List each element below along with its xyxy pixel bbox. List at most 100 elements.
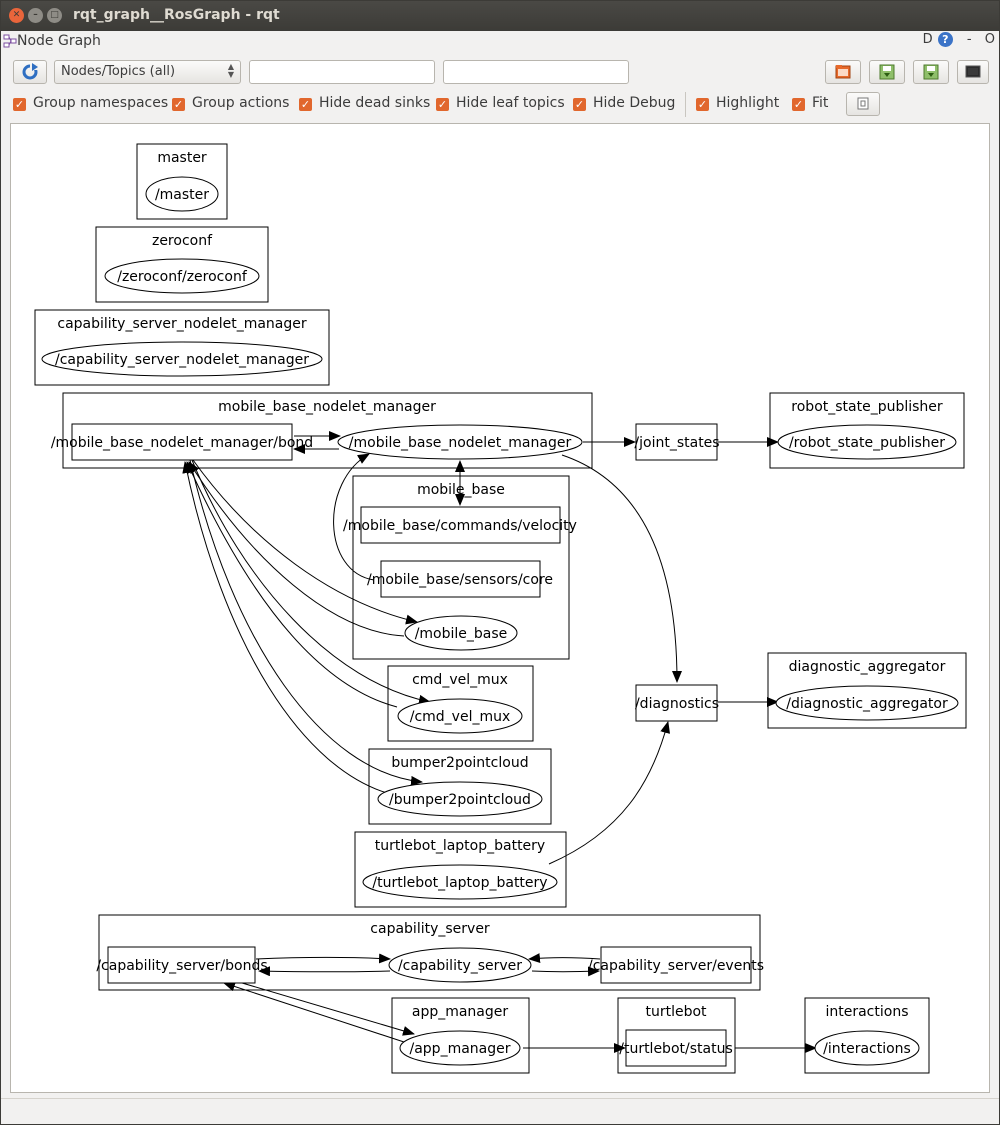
highlight-checkbox[interactable]: ✓Highlight xyxy=(696,95,779,113)
save-image-button[interactable] xyxy=(957,60,989,84)
hide-leaf-topics-checkbox[interactable]: ✓Hide leaf topics xyxy=(436,95,565,113)
node-label-robot-state-publisher: /robot_state_publisher xyxy=(789,435,945,451)
minimize-panel-button[interactable]: - xyxy=(966,32,972,47)
save-svg-button[interactable] xyxy=(913,60,949,84)
checked-icon: ✓ xyxy=(172,98,185,111)
cluster-master[interactable] xyxy=(136,143,228,220)
edge-bond-to-cmd-vel-mux xyxy=(191,459,431,705)
maximize-window-button[interactable]: □ xyxy=(47,8,62,23)
node-master-ellipse[interactable] xyxy=(145,176,219,212)
topic-turtlebot-status-box[interactable] xyxy=(625,1029,727,1067)
ros-graph[interactable]: master zeroconf capability_server_nodele… xyxy=(11,124,989,1092)
topic-label-diagnostics: /diagnostics xyxy=(635,696,719,712)
topic-capability-events-box[interactable] xyxy=(600,946,752,984)
topic-label-joint-states: /joint_states xyxy=(634,435,719,451)
node-label-diagnostic-aggregator: /diagnostic_aggregator xyxy=(786,696,948,712)
status-bar xyxy=(1,1098,999,1124)
node-app-manager-ellipse[interactable] xyxy=(399,1030,521,1066)
cluster-turtlebot-laptop-battery[interactable] xyxy=(354,831,567,908)
edge-events-to-capability-server xyxy=(528,953,601,964)
cluster-label-interactions: interactions xyxy=(825,1004,908,1020)
edge-bond-to-bumper xyxy=(189,459,423,786)
cluster-mobile-base-nodelet-manager[interactable] xyxy=(62,392,593,469)
cluster-interactions[interactable] xyxy=(804,997,930,1074)
node-ellipses xyxy=(41,176,959,1066)
node-diagnostic-aggregator-ellipse[interactable] xyxy=(775,685,959,721)
refresh-button[interactable] xyxy=(13,60,47,84)
node-cmd-vel-mux-ellipse[interactable] xyxy=(397,698,523,734)
edge-capability-server-to-bonds xyxy=(258,966,391,977)
hide-debug-checkbox[interactable]: ✓Hide Debug xyxy=(573,95,675,113)
topic-commands-velocity-box[interactable] xyxy=(360,506,561,544)
topic-label-commands-velocity: /mobile_base/commands/velocity xyxy=(343,518,577,534)
close-panel-button[interactable]: O xyxy=(984,32,995,47)
hide-dead-sinks-checkbox[interactable]: ✓Hide dead sinks xyxy=(299,95,430,113)
namespace-filter-input[interactable] xyxy=(249,60,435,84)
node-robot-state-publisher-ellipse[interactable] xyxy=(777,424,957,460)
checked-icon: ✓ xyxy=(299,98,312,111)
load-dot-button[interactable] xyxy=(825,60,861,84)
checked-icon: ✓ xyxy=(13,98,26,111)
node-interactions-ellipse[interactable] xyxy=(814,1030,920,1066)
node-label-interactions: /interactions xyxy=(823,1041,911,1057)
topic-joint-states-box[interactable] xyxy=(635,423,718,461)
node-zeroconf-ellipse[interactable] xyxy=(104,258,260,294)
group-actions-checkbox[interactable]: ✓ Group actions xyxy=(172,95,289,113)
plugin-graph-icon xyxy=(3,34,17,48)
topic-label-turtlebot-status: /turtlebot/status xyxy=(619,1041,733,1057)
cluster-zeroconf[interactable] xyxy=(95,226,269,303)
graph-canvas[interactable]: master zeroconf capability_server_nodele… xyxy=(10,123,990,1093)
minimize-window-button[interactable]: – xyxy=(28,8,43,23)
node-mobile-base-ellipse[interactable] xyxy=(404,615,518,651)
cluster-label-mobile-base: mobile_base xyxy=(417,482,505,498)
cluster-label-capability-server: capability_server xyxy=(370,921,490,937)
checked-icon: ✓ xyxy=(792,98,805,111)
folder-icon xyxy=(835,65,851,79)
node-label-zeroconf: /zeroconf/zeroconf xyxy=(117,269,248,285)
topic-sensors-core-box[interactable] xyxy=(380,560,541,598)
fit-checkbox[interactable]: ✓Fit xyxy=(792,95,828,113)
topic-filter-input[interactable] xyxy=(443,60,629,84)
fit-in-view-button[interactable] xyxy=(846,92,880,116)
cluster-diagnostic-aggregator[interactable] xyxy=(767,652,967,729)
cluster-label-diagnostic-aggregator: diagnostic_aggregator xyxy=(789,659,946,675)
cluster-app-manager[interactable] xyxy=(391,997,530,1074)
cluster-label-robot-state-publisher: robot_state_publisher xyxy=(791,399,943,415)
node-capability-server-ellipse[interactable] xyxy=(388,947,532,983)
title-bar[interactable]: ✕ – □ rqt_graph__RosGraph - rqt xyxy=(1,1,999,31)
node-capability-server-nodelet-manager-ellipse[interactable] xyxy=(41,341,323,377)
window-title: rqt_graph__RosGraph - rqt xyxy=(73,7,280,23)
close-window-button[interactable]: ✕ xyxy=(9,8,24,23)
cluster-mobile-base[interactable] xyxy=(352,475,570,660)
save-svg-icon xyxy=(923,64,939,80)
topic-diagnostics-box[interactable] xyxy=(635,684,718,722)
group-actions-label: Group actions xyxy=(192,95,290,111)
node-bumper2pointcloud-ellipse[interactable] xyxy=(377,781,543,817)
node-label-capability-server: /capability_server xyxy=(398,958,522,974)
node-label-bumper2pointcloud: /bumper2pointcloud xyxy=(389,792,531,808)
graph-type-select[interactable]: Nodes/Topics (all) ▲▼ xyxy=(54,60,241,84)
cluster-label-capability-server-nodelet-manager: capability_server_nodelet_manager xyxy=(57,316,306,332)
node-mobile-base-nodelet-manager-ellipse[interactable] xyxy=(337,424,583,460)
hide-leaf-topics-label: Hide leaf topics xyxy=(456,95,565,111)
cluster-robot-state-publisher[interactable] xyxy=(769,392,965,469)
cluster-turtlebot[interactable] xyxy=(617,997,736,1074)
node-label-app-manager: /app_manager xyxy=(410,1041,511,1057)
cluster-capability-server[interactable] xyxy=(98,914,761,991)
cluster-label-turtlebot: turtlebot xyxy=(645,1004,707,1020)
save-image-icon xyxy=(965,65,981,78)
cluster-bumper2pointcloud[interactable] xyxy=(368,748,552,825)
dock-toggle-button[interactable]: D xyxy=(922,32,933,47)
node-turtlebot-laptop-battery-ellipse[interactable] xyxy=(362,864,558,900)
topic-capability-bonds-box[interactable] xyxy=(107,946,256,984)
topic-labels: /mobile_base_nodelet_manager/bond /joint… xyxy=(51,435,764,1057)
help-icon[interactable]: ? xyxy=(937,32,953,47)
cluster-label-cmd-vel-mux: cmd_vel_mux xyxy=(412,672,508,688)
node-labels: /master /zeroconf/zeroconf /capability_s… xyxy=(55,187,948,1057)
topic-bond-box[interactable] xyxy=(71,423,293,461)
group-namespaces-checkbox[interactable]: ✓Group namespaces xyxy=(13,95,168,113)
save-dot-button[interactable] xyxy=(869,60,905,84)
refresh-icon xyxy=(22,63,38,80)
cluster-capability-server-nodelet-manager[interactable] xyxy=(34,309,330,386)
cluster-cmd-vel-mux[interactable] xyxy=(387,665,534,742)
